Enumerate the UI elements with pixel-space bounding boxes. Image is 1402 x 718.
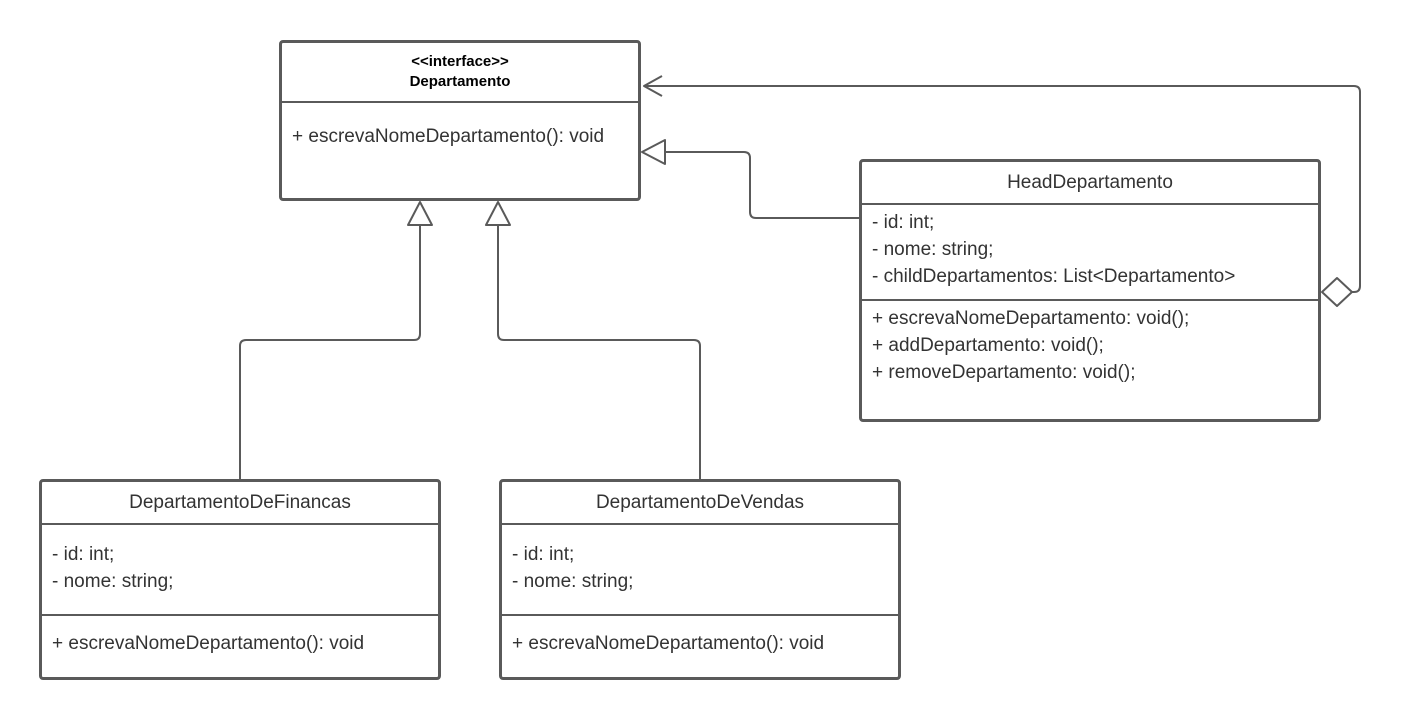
attribute: - id: int; xyxy=(872,212,935,233)
class-name: HeadDepartamento xyxy=(1007,171,1173,193)
class-head-departamento[interactable]: HeadDepartamento - id: int; - nome: stri… xyxy=(859,159,1321,422)
head-inheritance-arrowhead xyxy=(641,139,666,165)
operations-section: + escrevaNomeDepartamento: void(); + add… xyxy=(862,301,1318,419)
operation: + escrevaNomeDepartamento(): void xyxy=(52,633,365,654)
class-header: DepartamentoDeVendas xyxy=(502,482,898,525)
vendas-inheritance-arrowhead xyxy=(485,201,511,226)
head-to-departamento-line xyxy=(665,151,860,219)
class-name: DepartamentoDeVendas xyxy=(595,491,805,513)
class-name: DepartamentoDeFinancas xyxy=(129,491,351,513)
aggregation-open-arrowhead xyxy=(643,75,663,97)
operations-section: + escrevaNomeDepartamento(): void xyxy=(42,616,438,677)
class-departamento-de-financas[interactable]: DepartamentoDeFinancas - id: int; - nome… xyxy=(39,479,441,680)
operations-section: + escrevaNomeDepartamento(): void xyxy=(502,616,898,677)
class-header: DepartamentoDeFinancas xyxy=(42,482,438,525)
attribute: - nome: string; xyxy=(52,571,174,592)
class-departamento-de-vendas[interactable]: DepartamentoDeVendas - id: int; - nome: … xyxy=(499,479,901,680)
attributes-section: - id: int; - nome: string; xyxy=(502,525,898,616)
attribute: - nome: string; xyxy=(512,571,634,592)
attribute: - childDepartamentos: List<Departamento> xyxy=(872,266,1236,287)
stereotype-label: <<interface>> xyxy=(411,53,509,70)
financas-to-departamento-line xyxy=(239,225,421,480)
operation: + escrevaNomeDepartamento(): void xyxy=(292,126,605,147)
operation: + escrevaNomeDepartamento: void(); xyxy=(872,308,1190,329)
class-departamento[interactable]: <<interface>> Departamento + escrevaNome… xyxy=(279,40,641,201)
attribute: - nome: string; xyxy=(872,239,994,260)
vendas-to-departamento-line xyxy=(497,225,701,480)
aggregation-line xyxy=(644,85,1361,293)
class-header: HeadDepartamento xyxy=(862,162,1318,205)
attribute: - id: int; xyxy=(52,544,115,565)
aggregation-diamond xyxy=(1321,277,1353,307)
attributes-section: - id: int; - nome: string; xyxy=(42,525,438,616)
attribute: - id: int; xyxy=(512,544,575,565)
attributes-section: - id: int; - nome: string; - childDepart… xyxy=(862,205,1318,301)
class-header: <<interface>> Departamento xyxy=(282,43,638,103)
operations-section: + escrevaNomeDepartamento(): void xyxy=(282,103,627,198)
operation: + addDepartamento: void(); xyxy=(872,335,1104,356)
financas-inheritance-arrowhead xyxy=(407,201,433,226)
class-name: Departamento xyxy=(409,73,511,90)
operation: + escrevaNomeDepartamento(): void xyxy=(512,633,825,654)
operation: + removeDepartamento: void(); xyxy=(872,362,1136,383)
